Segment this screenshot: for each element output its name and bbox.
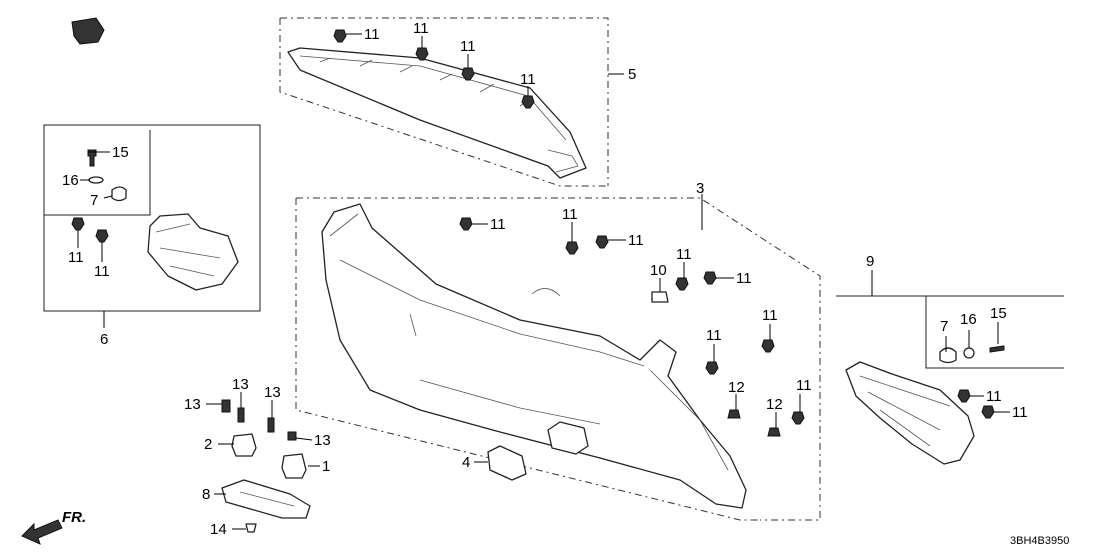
callout-1: 1 (322, 458, 330, 475)
bolt-13-a-icon (221, 399, 231, 413)
callout-11: 11 (676, 246, 692, 263)
callout-11: 11 (68, 249, 84, 266)
washer-16-right-icon (963, 347, 975, 359)
callout-5: 5 (628, 66, 636, 83)
diagram-code: 3BH4B3950 (1010, 535, 1069, 547)
bolt-15-right-icon (989, 345, 1005, 353)
clip-10-icon (651, 291, 669, 303)
washer-16-left-icon (88, 176, 104, 184)
callout-8: 8 (202, 486, 210, 503)
callout-4: 4 (462, 454, 470, 471)
callout-11: 11 (796, 377, 812, 394)
callout-12: 12 (766, 396, 783, 413)
leader-lines (77, 33, 1010, 530)
callout-11: 11 (986, 388, 1002, 405)
right-corner-garnish (845, 361, 975, 465)
callout-13: 13 (232, 376, 249, 393)
callout-3: 3 (696, 180, 704, 197)
callout-6: 6 (100, 331, 108, 348)
callout-11: 11 (94, 263, 110, 280)
callout-13: 13 (314, 432, 331, 449)
callout-11: 11 (736, 270, 752, 287)
callout-12: 12 (728, 379, 745, 396)
part-1-switch (281, 453, 307, 479)
callout-11: 11 (1012, 404, 1028, 421)
callout-11: 11 (413, 20, 429, 37)
clip-7-left-icon (111, 186, 127, 202)
part-2-switch (231, 433, 257, 457)
callout-11: 11 (562, 206, 578, 223)
part-6-group (43, 124, 261, 312)
callout-10: 10 (650, 262, 667, 279)
callout-11: 11 (762, 307, 778, 324)
bolt-13-b-icon (237, 407, 245, 423)
bolt-13-d-icon (287, 431, 297, 441)
callout-14: 14 (210, 521, 227, 538)
clip-11-set (333, 29, 995, 437)
part-9-group (836, 295, 1064, 465)
clip-11-left-b-icon (95, 229, 109, 243)
callout-2: 2 (204, 436, 212, 453)
front-direction-arrow-icon (21, 519, 63, 545)
handle-recess (547, 421, 589, 455)
front-direction-label: FR. (62, 509, 86, 526)
callout-11: 11 (490, 216, 506, 233)
trunk-lid-lining (321, 203, 747, 509)
clip-11-left-a-icon (71, 217, 85, 231)
callout-11: 11 (706, 327, 722, 344)
clip-7-right-icon (939, 347, 957, 364)
callout-16: 16 (62, 172, 79, 189)
callout-11: 11 (628, 232, 644, 249)
callout-13: 13 (184, 396, 201, 413)
part-4-cover (487, 445, 527, 481)
callout-15: 15 (112, 144, 129, 161)
callout-11: 11 (520, 71, 536, 88)
callout-13: 13 (264, 384, 281, 401)
part-14-screw-icon (245, 523, 257, 533)
left-corner-garnish (147, 213, 239, 291)
callout-15: 15 (990, 305, 1007, 322)
bolt-13-c-icon (267, 417, 275, 433)
callout-9: 9 (866, 253, 874, 270)
callout-7: 7 (940, 318, 948, 335)
callout-16: 16 (960, 311, 977, 328)
part-5-group (279, 17, 609, 187)
part-3-group (295, 197, 821, 521)
callout-11: 11 (460, 38, 476, 55)
callout-11: 11 (364, 26, 380, 43)
spoiler-garnish (287, 47, 587, 179)
callout-7: 7 (90, 192, 98, 209)
logo-mark-icon (71, 17, 105, 45)
callout-labels: 11 11 11 11 5 15 16 7 11 11 6 11 11 11 3… (62, 20, 1028, 538)
